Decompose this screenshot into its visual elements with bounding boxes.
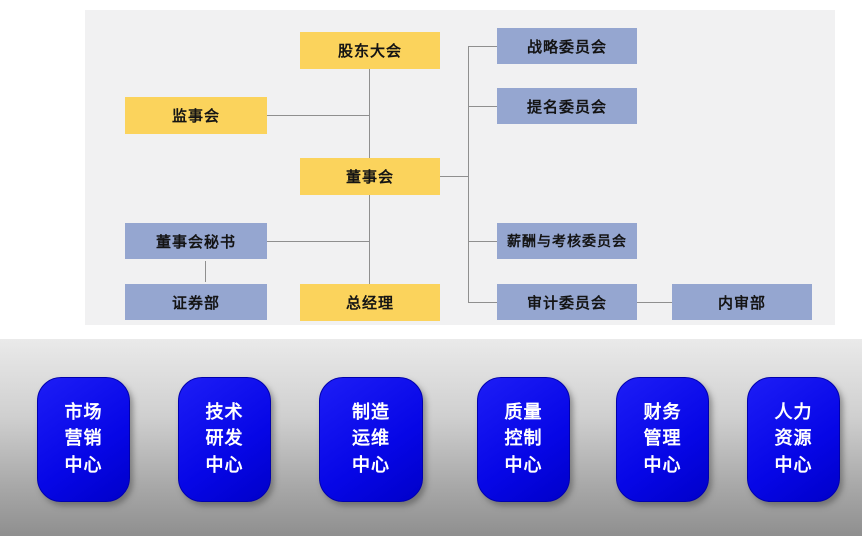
center-label-line: 质量 [504,402,543,424]
connector-secretary-board [267,241,369,242]
connector-shareholders-board [369,69,370,158]
node-supervisory-board: 监事会 [125,97,267,134]
connector-strategy-stub [468,46,497,47]
center-marketing: 市场 营销 中心 [37,377,130,502]
center-label-line: 中心 [64,454,103,476]
center-label-line: 市场 [64,402,103,424]
connector-remuneration-stub [468,241,497,242]
connector-board-committees [440,176,468,177]
node-audit-committee: 审计委员会 [497,284,637,320]
center-manufacturing-ops: 制造 运维 中心 [319,377,423,502]
org-chart-panel [85,10,835,325]
center-label-line: 人力 [774,402,813,424]
center-label-line: 研发 [205,428,244,450]
center-label-line: 财务 [643,402,682,424]
connector-supervisory-board [267,115,369,116]
node-general-manager: 总经理 [300,284,440,321]
center-label-line: 中心 [205,454,244,476]
node-internal-audit-dept: 内审部 [672,284,812,320]
center-label-line: 资源 [774,428,813,450]
center-tech-rnd: 技术 研发 中心 [178,377,271,502]
connector-nomination-stub [468,106,497,107]
centers-gradient-band [0,339,862,536]
node-strategy-committee: 战略委员会 [497,28,637,64]
connector-audit-internal-audit [637,302,672,303]
center-label-line: 中心 [774,454,813,476]
center-finance-management: 财务 管理 中心 [616,377,709,502]
node-nomination-committee: 提名委员会 [497,88,637,124]
center-human-resources: 人力 资源 中心 [747,377,840,502]
connector-committee-spine [468,46,469,302]
node-shareholders-meeting: 股东大会 [300,32,440,69]
center-label-line: 管理 [643,428,682,450]
center-label-line: 中心 [352,454,390,476]
center-label-line: 制造 [352,402,390,424]
node-board-of-directors: 董事会 [300,158,440,195]
node-board-secretary: 董事会秘书 [125,223,267,259]
center-label-line: 中心 [504,454,543,476]
node-securities-dept: 证券部 [125,284,267,320]
center-label-line: 营销 [64,428,103,450]
center-label-line: 中心 [643,454,682,476]
connector-audit-stub [468,302,497,303]
center-label-line: 技术 [205,402,244,424]
center-label-line: 运维 [352,428,390,450]
center-label-line: 控制 [504,428,543,450]
connector-board-general-manager [369,195,370,284]
center-quality-control: 质量 控制 中心 [477,377,570,502]
node-remuneration-appraisal-committee: 薪酬与考核委员会 [497,223,637,259]
connector-secretary-securities [205,261,206,282]
